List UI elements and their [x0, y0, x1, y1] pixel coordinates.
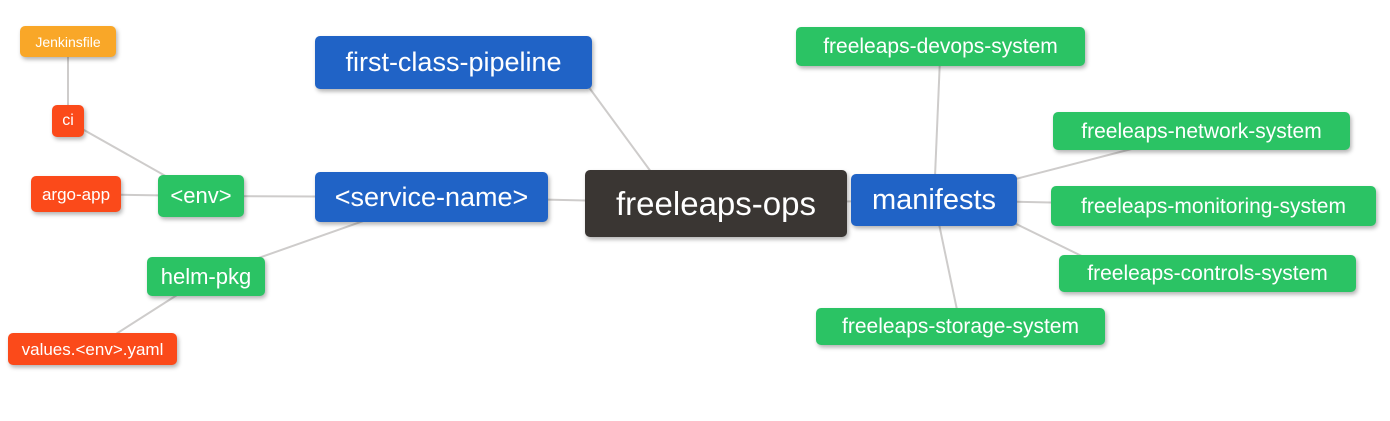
mindmap-node-storage-system[interactable]: freeleaps-storage-system	[816, 308, 1105, 345]
node-label: <env>	[170, 183, 232, 208]
node-label: <service-name>	[334, 181, 529, 212]
node-label: freeleaps-storage-system	[842, 315, 1079, 338]
mindmap-node-manifests[interactable]: manifests	[851, 174, 1017, 226]
mindmap-node-freeleaps-ops[interactable]: freeleaps-ops	[585, 170, 847, 237]
node-label: values.<env>.yaml	[21, 339, 164, 359]
mindmap-node-controls-system[interactable]: freeleaps-controls-system	[1059, 255, 1356, 292]
node-label: Jenkinsfile	[35, 33, 101, 50]
node-label: first-class-pipeline	[345, 47, 562, 77]
mindmap-node-first-class-pipeline[interactable]: first-class-pipeline	[315, 36, 592, 89]
node-label: helm-pkg	[160, 263, 252, 289]
mindmap-node-service-name[interactable]: <service-name>	[315, 172, 548, 222]
node-label: freeleaps-controls-system	[1087, 262, 1328, 285]
mindmap-node-network-system[interactable]: freeleaps-network-system	[1053, 112, 1350, 150]
node-label: freeleaps-monitoring-system	[1081, 194, 1346, 218]
mindmap-node-values-env-yaml[interactable]: values.<env>.yaml	[8, 333, 177, 365]
mindmap-node-env[interactable]: <env>	[158, 175, 244, 217]
mindmap-node-ci[interactable]: ci	[52, 105, 84, 137]
node-label: freeleaps-network-system	[1081, 119, 1322, 143]
node-label: freeleaps-devops-system	[823, 35, 1058, 58]
node-label: manifests	[871, 183, 997, 216]
mindmap-node-devops-system[interactable]: freeleaps-devops-system	[796, 27, 1085, 66]
mindmap-node-monitoring-system[interactable]: freeleaps-monitoring-system	[1051, 186, 1376, 226]
mindmap-node-jenkinsfile[interactable]: Jenkinsfile	[20, 26, 116, 57]
mindmap-node-helm-pkg[interactable]: helm-pkg	[147, 257, 265, 296]
mindmap-node-argo-app[interactable]: argo-app	[31, 176, 121, 212]
node-label: freeleaps-ops	[616, 185, 816, 222]
node-label: ci	[62, 112, 74, 129]
node-label: argo-app	[41, 184, 111, 204]
edge-freeleaps-ops-to-first-class-pipeline	[584, 81, 658, 181]
